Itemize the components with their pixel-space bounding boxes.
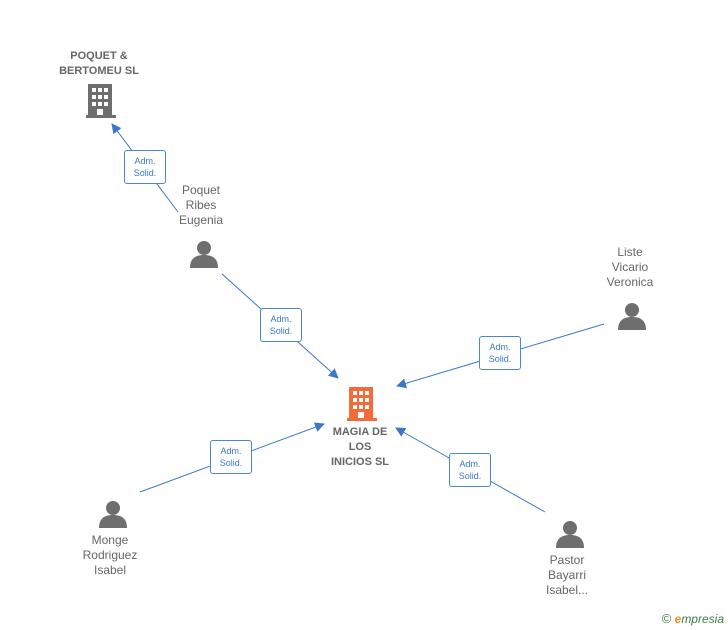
person-name-line: Poquet xyxy=(181,183,221,197)
person-name-line: Monge xyxy=(91,533,129,547)
company-label-poquet-bertomeu[interactable]: POQUET & BERTOMEU SL xyxy=(44,49,154,79)
person-icon[interactable] xyxy=(99,501,127,528)
edge-label-line: Adm. xyxy=(489,342,511,352)
edge-label-line: Adm. xyxy=(220,446,242,456)
edge-label-line: Adm. xyxy=(134,156,156,166)
person-name-line: Isabel xyxy=(93,563,127,577)
building-icon[interactable] xyxy=(86,84,116,118)
copyright-icon: © xyxy=(661,611,672,626)
person-name-line: Ribes xyxy=(185,198,217,212)
person-name-line: Veronica xyxy=(606,275,654,289)
person-name-line: Isabel... xyxy=(545,583,589,597)
edge-label-line: Solid. xyxy=(488,354,512,364)
center-name-line: LOS xyxy=(348,441,372,453)
center-name-line: INICIOS SL xyxy=(330,456,390,468)
edge-label-line: Solid. xyxy=(133,168,157,178)
person-name-line: Rodriguez xyxy=(82,548,138,562)
edge-label-line: Adm. xyxy=(459,459,481,469)
edge-label-badge[interactable]: Adm. Solid. xyxy=(124,150,166,184)
company-name-line: POQUET & xyxy=(70,50,128,62)
person-label-monge-rodriguez[interactable]: Monge Rodriguez Isabel xyxy=(70,533,150,578)
brand-logo-initial: e xyxy=(674,612,682,626)
edge-label-badge[interactable]: Adm. Solid. xyxy=(260,308,302,342)
person-name-line: Bayarri xyxy=(547,568,586,582)
person-label-pastor-bayarri[interactable]: Pastor Bayarri Isabel... xyxy=(527,553,607,598)
center-company-label[interactable]: MAGIA DE LOS INICIOS SL xyxy=(305,425,415,470)
building-icon[interactable] xyxy=(347,387,377,421)
person-label-poquet-ribes[interactable]: Poquet Ribes Eugenia xyxy=(161,183,241,228)
company-name-line: BERTOMEU SL xyxy=(59,65,139,77)
person-label-liste-vicario[interactable]: Liste Vicario Veronica xyxy=(590,245,670,290)
edge-label-line: Solid. xyxy=(458,471,482,481)
person-name-line: Vicario xyxy=(611,260,649,274)
edge-label-line: Solid. xyxy=(269,326,293,336)
edge-label-badge[interactable]: Adm. Solid. xyxy=(479,336,521,370)
person-name-line: Eugenia xyxy=(178,213,224,227)
person-icon[interactable] xyxy=(190,241,218,268)
footer-brand: © empresia xyxy=(662,611,724,626)
edge-label-line: Adm. xyxy=(270,314,292,324)
person-icon[interactable] xyxy=(618,303,646,330)
person-name-line: Liste xyxy=(617,245,643,259)
edge-label-badge[interactable]: Adm. Solid. xyxy=(210,440,252,474)
center-name-line: MAGIA DE xyxy=(332,426,388,438)
edge-label-badge[interactable]: Adm. Solid. xyxy=(449,453,491,487)
edge-label-line: Solid. xyxy=(219,458,243,468)
person-name-line: Pastor xyxy=(549,553,585,567)
person-icon[interactable] xyxy=(556,521,584,548)
brand-logo-text: mpresia xyxy=(681,612,724,626)
